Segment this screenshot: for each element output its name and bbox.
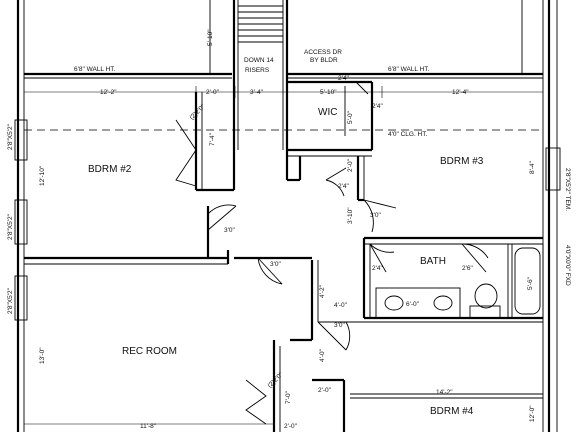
dim-label-vertical: 5'-6" bbox=[527, 276, 534, 290]
window-label: 2'8"X5'2" TEM. bbox=[564, 168, 571, 211]
room-label-bdrm3: BDRM #3 bbox=[440, 156, 484, 167]
dim-label-vertical: 8'-4" bbox=[529, 160, 536, 174]
dim-label: 12'-4" bbox=[452, 89, 469, 96]
rec-room-walls bbox=[24, 256, 543, 432]
closet-door-label: (2)2'0" bbox=[266, 371, 285, 390]
dim-label: 3'0" bbox=[334, 322, 345, 329]
dim-label: 2'4" bbox=[338, 75, 349, 82]
dim-label-vertical: 7'-0" bbox=[285, 390, 292, 404]
door-swings bbox=[175, 81, 489, 425]
dim-label: 3'0" bbox=[370, 212, 381, 219]
window-label: 2'8"X5'2" bbox=[7, 213, 14, 240]
dim-label: 2'-0" bbox=[206, 89, 220, 96]
knee-walls bbox=[24, 0, 543, 79]
stair-note-line1: DOWN 14 bbox=[244, 57, 274, 64]
dim-label: 2'4" bbox=[372, 265, 383, 272]
bdrm2-walls bbox=[24, 92, 236, 265]
wall-height-note-right: 6'8" WALL HT. bbox=[388, 66, 430, 73]
wall-height-note-left: 6'8" WALL HT. bbox=[74, 66, 116, 73]
dim-label: 14'-2" bbox=[436, 389, 453, 396]
dim-label: 6'-0" bbox=[406, 301, 420, 308]
dim-label-vertical: 12'-0" bbox=[529, 405, 536, 422]
ceiling-height-note: 4'0" CLG. HT. bbox=[388, 131, 428, 138]
dim-label: 11'-8" bbox=[140, 423, 157, 430]
stair-note-line2: RISERS bbox=[245, 67, 270, 74]
dim-label: 2'4" bbox=[338, 183, 349, 190]
dim-label-vertical: 5'-10" bbox=[207, 29, 214, 46]
dim-label: 12'-2" bbox=[100, 89, 117, 96]
dim-label: 3'0" bbox=[270, 261, 281, 268]
dim-label: 2'4" bbox=[372, 103, 383, 110]
access-note-line1: ACCESS DR bbox=[304, 49, 342, 56]
dim-label-vertical: 3'-10" bbox=[347, 207, 354, 224]
dim-label: 3'-4" bbox=[250, 89, 264, 96]
dim-label: 2'-0" bbox=[284, 423, 298, 430]
closet-door-label: (2)2'0" bbox=[188, 103, 207, 122]
stairs bbox=[232, 0, 289, 150]
dim-label: 3'0" bbox=[224, 227, 235, 234]
bath-fixtures bbox=[318, 243, 544, 323]
room-label-bdrm2: BDRM #2 bbox=[88, 164, 132, 175]
dim-label: 4'-0" bbox=[334, 302, 348, 309]
dim-label: 5'-10" bbox=[320, 89, 337, 96]
window-label: 2'8"X5'2" bbox=[7, 287, 14, 314]
tub-note: 4'0"X0'0" FXD bbox=[564, 245, 571, 286]
dim-label: 2'6" bbox=[462, 265, 473, 272]
dim-label-vertical: 13'-0" bbox=[39, 347, 46, 364]
dim-label-vertical: 7'-4" bbox=[209, 132, 216, 146]
dim-label-vertical: 5'-0" bbox=[347, 110, 354, 124]
window-label: 2'8"X5'2" bbox=[7, 123, 14, 150]
dim-label-vertical: 4'-2" bbox=[319, 284, 326, 298]
room-label-bdrm4: BDRM #4 bbox=[430, 406, 474, 417]
dim-label-vertical: 4'-0" bbox=[319, 348, 326, 362]
dim-label-vertical: 12'-10" bbox=[39, 165, 46, 186]
dim-label: 2'-0" bbox=[318, 387, 332, 394]
room-label-bath: BATH bbox=[420, 256, 446, 267]
room-label-rec-room: REC ROOM bbox=[122, 346, 177, 357]
access-note-line2: BY BLDR bbox=[310, 57, 338, 64]
room-label-wic: WIC bbox=[318, 107, 337, 118]
windows bbox=[14, 119, 561, 321]
dim-label-vertical: 2'-0" bbox=[347, 158, 354, 172]
hall-walls bbox=[285, 150, 543, 318]
exterior-walls bbox=[16, 0, 558, 432]
wic-walls bbox=[287, 80, 374, 157]
